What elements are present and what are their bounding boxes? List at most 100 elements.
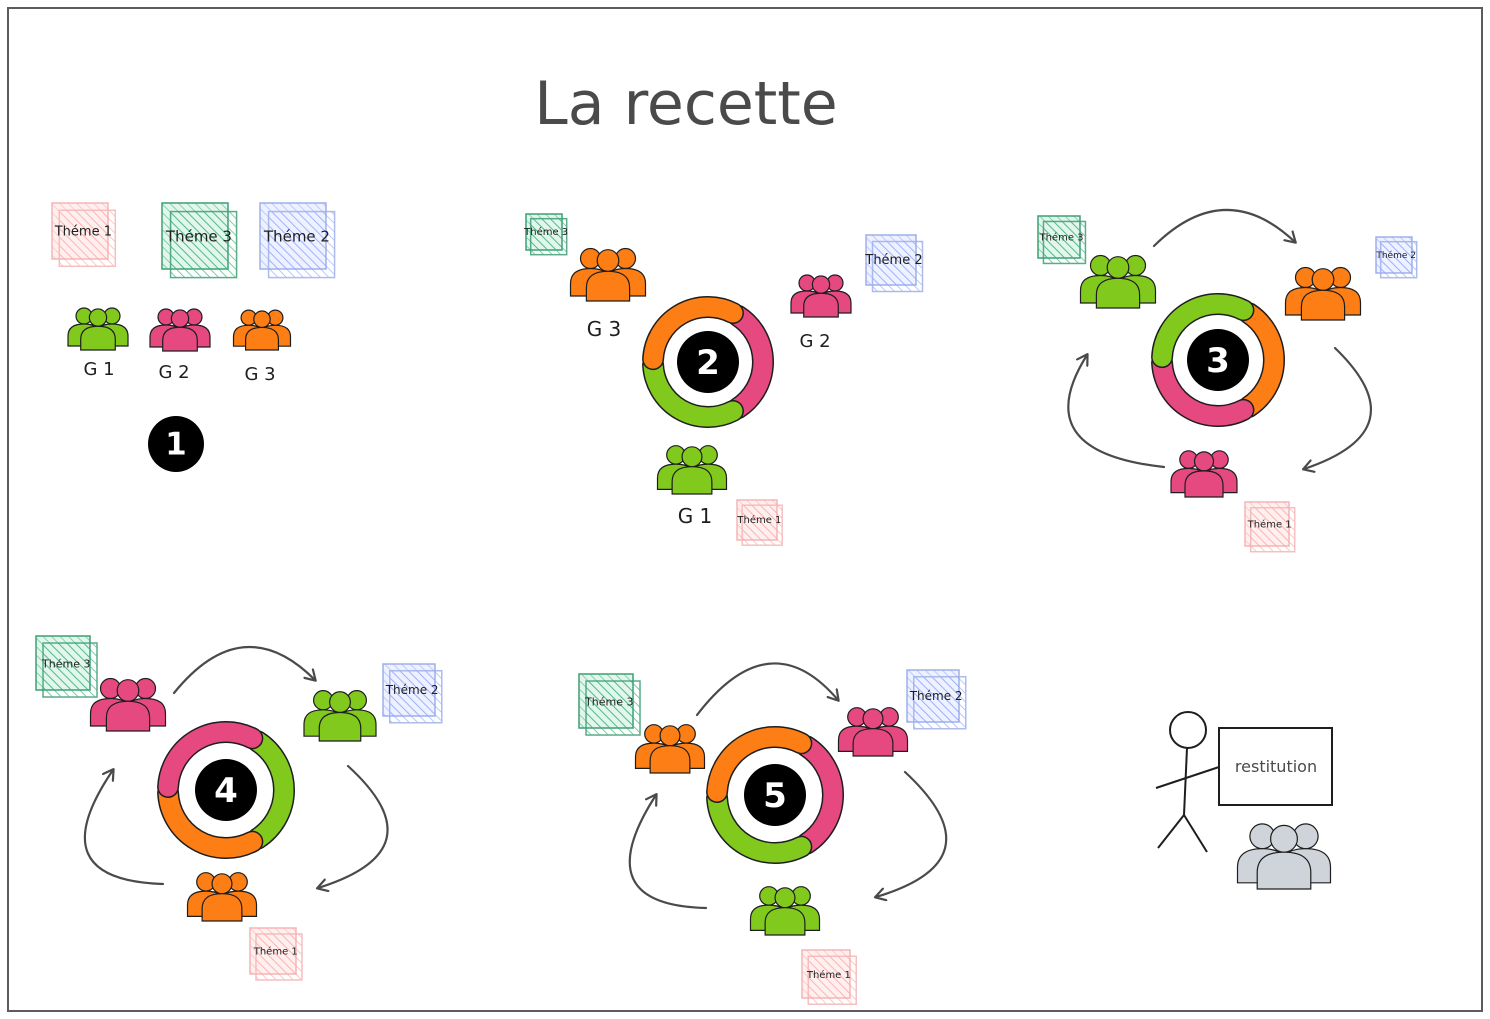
person-body (1184, 470, 1224, 498)
person-body (201, 893, 243, 922)
group-people-pink (89, 677, 167, 732)
group-label-g1: G 1 (83, 359, 114, 380)
sticky-note-theme1: Théme 1 (736, 499, 783, 546)
person-body (585, 270, 631, 302)
group-label-g2: G 2 (158, 362, 189, 383)
person-head (211, 873, 233, 895)
step-badge-number: 2 (696, 343, 720, 383)
restitution-label: restitution (1235, 757, 1317, 776)
rotation-ring (642, 296, 774, 428)
person-head (1193, 451, 1215, 472)
step-badge-2: 2 (677, 331, 739, 393)
presenter-arms (1155, 764, 1226, 789)
person-body (649, 745, 691, 774)
person-head (1311, 268, 1335, 291)
sticky-note-front (913, 676, 967, 730)
group-g3-people (232, 309, 292, 351)
sticky-note-label: Théme 3 (584, 695, 633, 708)
sticky-note-front (1249, 506, 1296, 553)
sticky-note-label: Théme 2 (864, 253, 922, 268)
arrow-top (695, 662, 838, 717)
audience-people (1236, 823, 1332, 890)
step-badge-number: 3 (1206, 341, 1230, 381)
group-people-orange (186, 872, 258, 922)
sticky-note-theme1: Théme 1 (249, 927, 303, 981)
person-head (329, 691, 351, 714)
ring-sector-orange (643, 297, 743, 369)
arrow-right (318, 764, 389, 888)
rotation-ring (1151, 293, 1285, 427)
arrow-right (1304, 346, 1372, 469)
person-head (596, 249, 620, 272)
group-people-green (1079, 254, 1157, 309)
ring-sector-green (643, 355, 743, 427)
group-g1-people (656, 445, 728, 495)
step-badge-1: 1 (148, 416, 204, 472)
arrow-top (1152, 208, 1295, 248)
sticky-note-label: Théme 1 (806, 969, 851, 981)
person-body (162, 326, 198, 352)
step-badge-circle (1187, 329, 1249, 391)
sticky-note-theme2: Théme 2 (259, 202, 336, 279)
sticky-note-front (58, 209, 117, 268)
person-head (681, 446, 703, 468)
sticky-note-theme3: Théme 3 (578, 673, 641, 736)
sticky-note-front (585, 680, 641, 736)
step-badge-circle (677, 331, 739, 393)
sticky-note-front (267, 210, 336, 279)
sticky-note-front (741, 504, 783, 546)
sticky-note-label: Théme 3 (41, 657, 90, 670)
sticky-note-label: Théme 2 (385, 683, 439, 697)
group-label-g3: G 3 (587, 317, 622, 341)
ring-sector-orange (1239, 303, 1284, 417)
group-g1-people (67, 307, 129, 351)
arrow-left (1067, 355, 1166, 469)
person-head (659, 725, 681, 747)
sticky-note-theme3: Théme 3 (523, 213, 568, 256)
group-people-orange (634, 724, 706, 774)
arrow-top (172, 646, 315, 695)
sticky-note-front (807, 955, 857, 1005)
page-title: La recette (534, 69, 837, 139)
sticky-note-label: Théme 3 (165, 227, 232, 245)
sticky-note-label: Théme 1 (54, 224, 112, 239)
ring-sector-orange (707, 727, 811, 802)
person-head (116, 679, 140, 702)
person-head (1270, 824, 1298, 853)
sticky-note-theme2: Théme 2 (906, 669, 967, 730)
group-g2-people (149, 308, 211, 352)
ring-sector-green (707, 788, 811, 863)
group-people-orange (1284, 266, 1362, 321)
step-badge-4: 4 (195, 759, 257, 821)
ring-sector-orange (158, 783, 262, 858)
rotation-ring (706, 726, 844, 864)
sticky-note-front (169, 210, 238, 279)
sticky-note-theme1: Théme 1 (51, 202, 117, 268)
ring-sector-green (248, 731, 294, 849)
group-label-g1: G 1 (678, 504, 713, 528)
person-body (671, 466, 713, 495)
group-g2-people (790, 274, 852, 318)
person-head (774, 887, 796, 909)
sticky-note-front (42, 642, 98, 698)
person-body (803, 292, 839, 318)
step-badge-number: 5 (763, 776, 787, 816)
sticky-note-theme2: Théme 2 (864, 234, 924, 293)
sticky-note-label: Théme 2 (263, 227, 330, 245)
person-head (811, 275, 831, 294)
restitution-scene: restitution (1155, 711, 1333, 853)
sticky-note-theme3: Théme 3 (35, 635, 98, 698)
person-body (80, 325, 116, 351)
step-badge-5: 5 (744, 764, 806, 826)
person-head (253, 310, 271, 329)
ring-sector-pink (728, 306, 773, 418)
sticky-note-theme2: Théme 2 (1375, 236, 1418, 279)
sticky-note-theme2: Théme 2 (382, 663, 443, 724)
sticky-note-front (255, 933, 303, 981)
group-label-g2: G 2 (799, 331, 830, 352)
person-head (862, 708, 884, 730)
arrow-right (876, 770, 948, 897)
sticky-note-front (871, 240, 924, 293)
arrow-left (83, 770, 165, 886)
